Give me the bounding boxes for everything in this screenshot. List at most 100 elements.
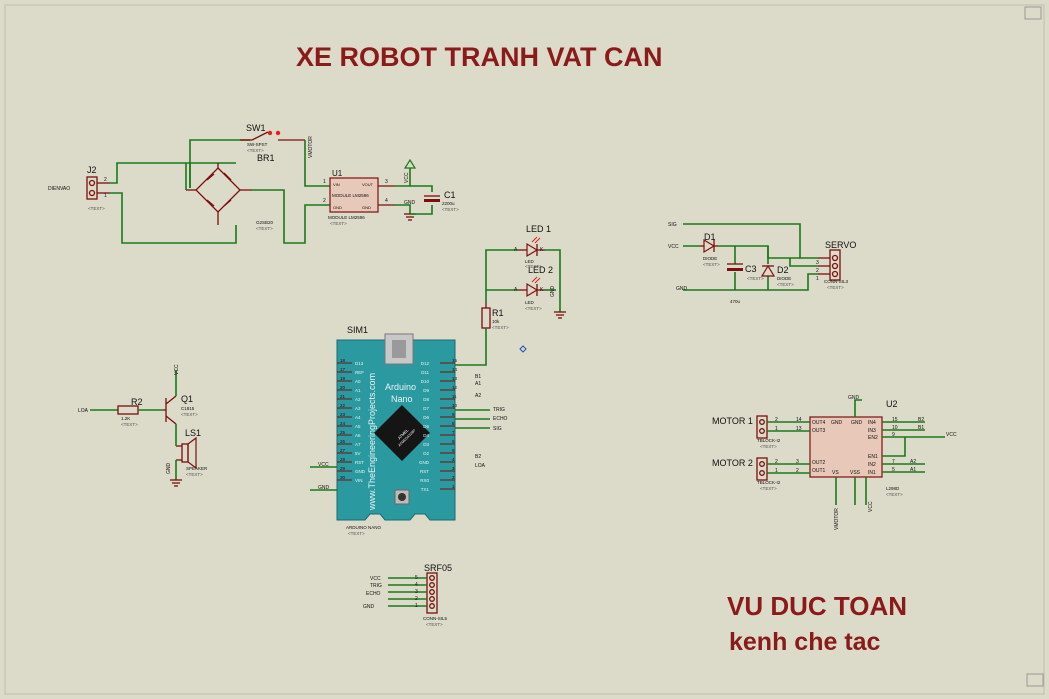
- r2-resistor: [117, 405, 139, 415]
- nano-pin-number: 6: [452, 439, 455, 444]
- nano-pin-name: D9: [423, 388, 429, 393]
- net-gnd-buzzer: GND: [166, 463, 172, 475]
- nano-pin-name: RST: [420, 469, 429, 474]
- nano-pin-number: 23: [340, 412, 346, 417]
- u2-gnd-a: GND: [831, 420, 843, 426]
- u1-value: MODULE LM2596: [328, 215, 365, 220]
- nano-pin-number: 10: [452, 403, 458, 408]
- corner-mark-bottom: [1026, 673, 1044, 687]
- u2-in3: IN3: [868, 428, 876, 434]
- nano-pin-name: TX1: [421, 487, 430, 492]
- nano-pin-name: RX0: [420, 478, 429, 483]
- u2-out1: OUT1: [812, 468, 826, 474]
- nano-pin-number: 26: [340, 439, 346, 444]
- net-vcc-buzzer: VCC: [174, 364, 180, 375]
- nano-pin-name: A1: [355, 388, 361, 393]
- srf-pin-a: 5: [415, 575, 418, 581]
- j2-connector: [86, 176, 110, 200]
- nano-pin-number: 2: [452, 475, 455, 480]
- net-b2-u2: B2: [918, 417, 924, 423]
- nano-pin-name: REF: [355, 370, 364, 375]
- net-vcc-u1: VCC: [404, 172, 410, 183]
- br1-ref: BR1: [257, 153, 275, 163]
- net-b1: B1: [475, 374, 481, 380]
- motor2-connector: [756, 457, 768, 481]
- nano-pin-name: A4: [355, 415, 361, 420]
- motor2-pin-b: 1: [775, 468, 778, 474]
- svg-text:K: K: [540, 287, 544, 293]
- svg-text:A: A: [514, 247, 518, 253]
- net-echo-srf: ECHO: [366, 591, 381, 597]
- motor2-text: <TEXT>: [760, 486, 777, 491]
- u2-p5: 5: [892, 467, 895, 473]
- u2-out3: OUT3: [812, 428, 826, 434]
- net-loa-buzzer: LOA: [78, 408, 89, 414]
- sw1-text: <TEXT>: [247, 148, 264, 153]
- j2-pin2: 1: [104, 193, 107, 199]
- nano-model: Nano: [391, 394, 413, 404]
- d1-text: <TEXT>: [703, 262, 720, 267]
- nano-pin-name: 5V: [355, 451, 361, 456]
- motor1-value: TBLOCK-I2: [757, 438, 781, 443]
- motor1-connector: [756, 415, 768, 439]
- u2-value: L298D: [886, 486, 900, 491]
- u2-vss: VSS: [850, 470, 861, 476]
- net-b2-nano: B2: [475, 454, 481, 460]
- author-name: VU DUC TOAN: [727, 591, 908, 621]
- u2-p13: 13: [796, 426, 802, 432]
- u2-out4: OUT4: [812, 420, 826, 426]
- r1-value: 10k: [492, 319, 500, 324]
- u1-pin1: 1: [323, 179, 326, 185]
- u2-p14: 14: [796, 417, 802, 423]
- r1-resistor: [481, 302, 491, 329]
- nano-pin-number: 7: [452, 430, 455, 435]
- u1-lbl-vin: VIN: [333, 182, 340, 187]
- nano-pin-number: 11: [452, 394, 457, 399]
- net-vmotor-top: VMOTOR: [308, 136, 314, 158]
- net-vcc-servo: VCC: [668, 244, 679, 250]
- c3-ref: C3: [745, 264, 757, 274]
- r1-ref: R1: [492, 308, 504, 318]
- led2-ref: LED 2: [528, 265, 553, 275]
- nano-pin-number: 29: [340, 466, 346, 471]
- j2-pin1: 2: [104, 177, 107, 183]
- net-echo: ECHO: [493, 416, 508, 422]
- led1: [518, 236, 545, 258]
- r1-text: <TEXT>: [492, 325, 509, 330]
- u2-vs: VS: [832, 470, 839, 476]
- schematic-title: XE ROBOT TRANH VAT CAN: [296, 42, 663, 72]
- nano-pin-name: D3: [423, 442, 429, 447]
- vcc-arrow: [403, 158, 417, 169]
- r2-text: <TEXT>: [121, 422, 138, 427]
- u1-module: [329, 177, 395, 213]
- br1-value: G2SB20: [256, 220, 274, 225]
- br1-text: <TEXT>: [256, 226, 273, 231]
- corner-mark: [1024, 6, 1042, 20]
- q1-text: <TEXT>: [181, 412, 198, 417]
- nano-pin-name: D11: [421, 370, 429, 375]
- net-gnd-u2: GND: [848, 395, 860, 401]
- nano-pin-number: 12: [452, 385, 458, 390]
- d1-value: DIODE: [703, 256, 717, 261]
- srf05-value: CONN-SIL5: [423, 616, 448, 621]
- servo-ref: SERVO: [825, 240, 856, 250]
- u2-driver: [809, 416, 883, 478]
- q1-transistor: [163, 395, 177, 425]
- motor2-value: TBLOCK-I2: [757, 480, 781, 485]
- net-gnd-led: GND: [550, 286, 556, 298]
- d1-ref: D1: [704, 232, 716, 242]
- u1-lbl-vout: VOUT: [362, 182, 374, 187]
- net-a2-nano: A2: [475, 393, 481, 399]
- nano-pin-name: A6: [355, 433, 361, 438]
- nano-pin-name: GND: [419, 460, 430, 465]
- nano-pin-name: D4: [423, 433, 429, 438]
- u2-in1: IN1: [868, 470, 876, 476]
- u2-gnd-b: GND: [851, 420, 863, 426]
- u1-pin4: 4: [385, 198, 388, 204]
- ls1-ref: LS1: [185, 428, 201, 438]
- motor1-ref: MOTOR 1: [712, 416, 753, 426]
- servo-connector: [818, 249, 841, 281]
- srf-pin-c: 3: [415, 589, 418, 595]
- nano-pin-name: D5: [423, 424, 429, 429]
- c1-text: <TEXT>: [442, 207, 459, 212]
